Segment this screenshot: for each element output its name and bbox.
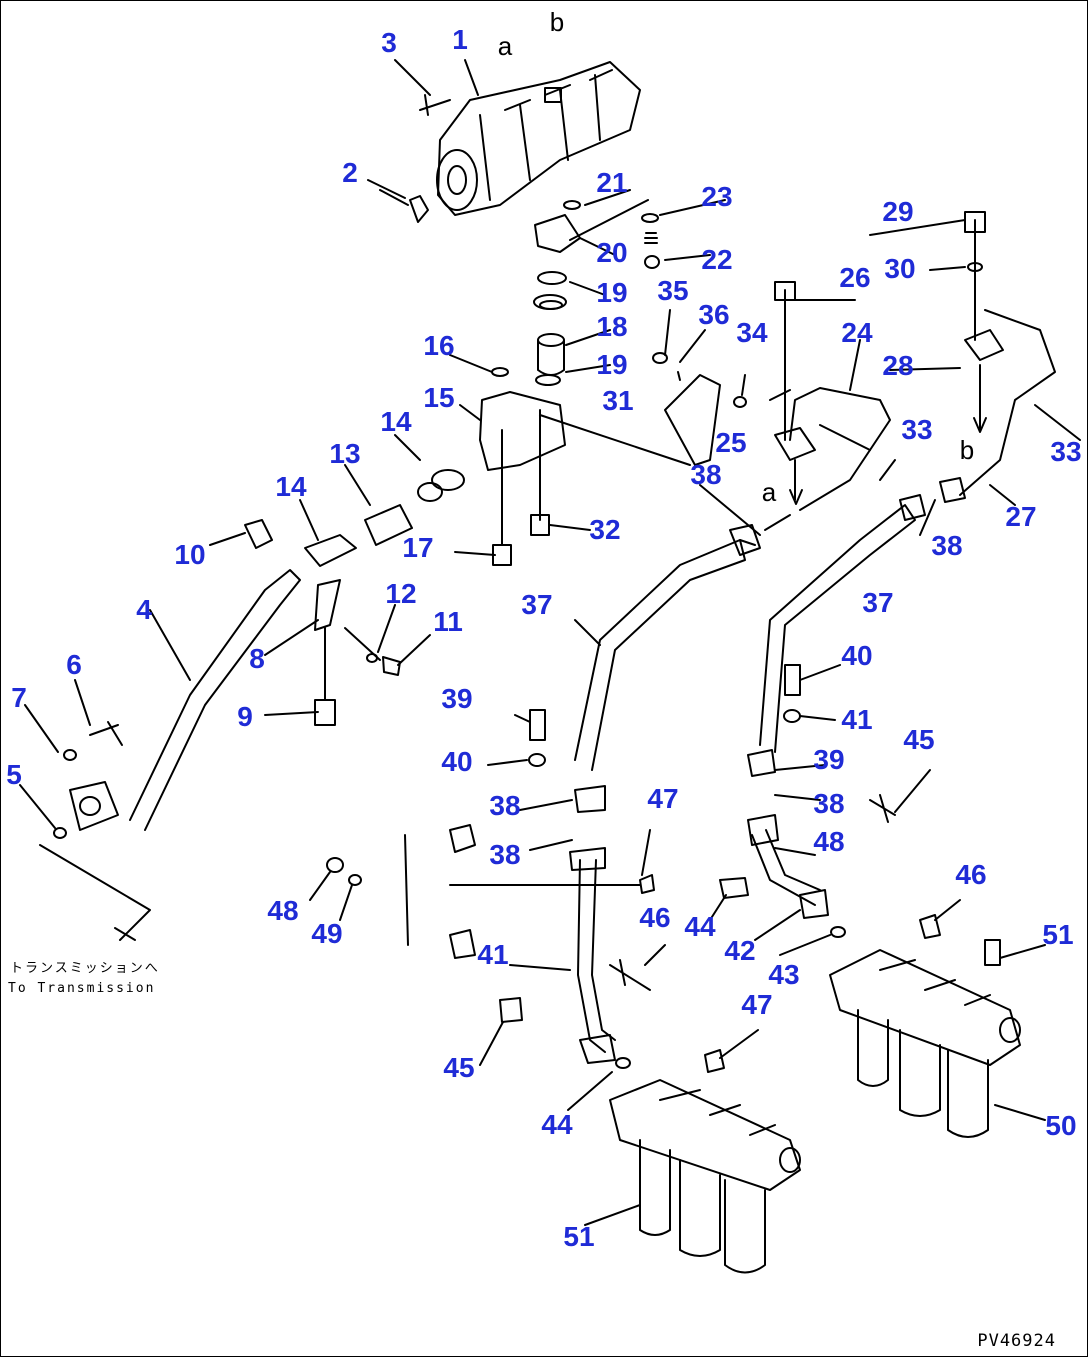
transmission-note-en: To Transmission <box>8 981 156 996</box>
callout-46b[interactable]: 46 <box>639 902 671 933</box>
callout-33a[interactable]: 33 <box>901 414 933 445</box>
callout-46a[interactable]: 45 <box>903 724 935 755</box>
callout-33b[interactable]: 33 <box>1050 436 1082 467</box>
callout-14a[interactable]: 14 <box>380 406 412 437</box>
callout-41a[interactable]: 40 <box>441 746 473 777</box>
callout-37a[interactable]: 37 <box>521 589 553 620</box>
callout-52[interactable]: 51 <box>1042 919 1074 950</box>
callout-12[interactable]: 12 <box>385 578 417 609</box>
callout-38d[interactable]: 38 <box>813 788 845 819</box>
callout-30[interactable]: 30 <box>884 253 916 284</box>
callout-32[interactable]: 32 <box>589 514 621 545</box>
callout-9[interactable]: 9 <box>237 701 253 732</box>
callout-25[interactable]: 25 <box>715 427 747 458</box>
callout-44a[interactable]: 43 <box>768 959 800 990</box>
filter-assembly-lower <box>609 1079 801 1274</box>
callout-6[interactable]: 6 <box>66 649 82 680</box>
callout-40b[interactable]: 40 <box>841 640 873 671</box>
callout-23[interactable]: 23 <box>701 181 733 212</box>
callout-42[interactable]: 41 <box>477 939 509 970</box>
callout-19b[interactable]: 19 <box>596 349 628 380</box>
callout-38a[interactable]: 38 <box>690 459 722 490</box>
pump-assembly <box>419 61 641 216</box>
callout-39a[interactable]: 38 <box>489 790 521 821</box>
callout-1[interactable]: 1 <box>452 24 468 55</box>
callout-17[interactable]: 17 <box>402 532 434 563</box>
callout-29[interactable]: 29 <box>882 196 914 227</box>
callout-38b[interactable]: 38 <box>931 530 963 561</box>
transmission-note-jp: トランスミッションへ <box>10 961 160 976</box>
callout-40a[interactable]: 39 <box>441 683 473 714</box>
callout-35[interactable]: 35 <box>657 275 689 306</box>
arrow-label-a-lower: a <box>761 477 777 507</box>
callout-7[interactable]: 7 <box>11 682 27 713</box>
callout-16[interactable]: 16 <box>423 330 455 361</box>
callout-48b[interactable]: 48 <box>813 826 845 857</box>
callout-38c[interactable]: 38 <box>489 839 521 870</box>
callout-10[interactable]: 10 <box>174 539 206 570</box>
callout-3[interactable]: 3 <box>381 27 397 58</box>
callout-47b[interactable]: 47 <box>741 989 773 1020</box>
callout-51b[interactable]: 51 <box>563 1221 595 1252</box>
callout-47a[interactable]: 46 <box>955 859 987 890</box>
callout-43[interactable]: 42 <box>724 935 756 966</box>
callout-14b[interactable]: 14 <box>275 471 307 502</box>
callout-51a[interactable]: 50 <box>1045 1110 1077 1141</box>
callout-21[interactable]: 21 <box>596 167 628 198</box>
callout-39b[interactable]: 39 <box>813 744 845 775</box>
callout-15[interactable]: 15 <box>423 382 455 413</box>
callout-28[interactable]: 28 <box>882 350 914 381</box>
callout-48a[interactable]: 47 <box>647 783 679 814</box>
callout-8[interactable]: 8 <box>249 643 265 674</box>
drawing-id: PV46924 <box>977 1331 1056 1351</box>
callout-34[interactable]: 34 <box>736 317 768 348</box>
callout-27[interactable]: 27 <box>1005 501 1037 532</box>
callout-44b[interactable]: 44 <box>541 1109 573 1140</box>
arrow-label-b-lower: b <box>959 435 975 465</box>
callout-45b[interactable]: 45 <box>443 1052 475 1083</box>
callout-2[interactable]: 2 <box>342 157 358 188</box>
callout-11[interactable]: 11 <box>433 606 463 637</box>
callout-19a[interactable]: 19 <box>596 277 628 308</box>
callout-50[interactable]: 49 <box>311 918 343 949</box>
callout-37b[interactable]: 37 <box>862 587 894 618</box>
callout-31[interactable]: 31 <box>602 385 634 416</box>
filter-assembly-upper <box>829 949 1021 1138</box>
callout-22[interactable]: 22 <box>701 244 733 275</box>
callout-13[interactable]: 13 <box>329 438 361 469</box>
callout-36[interactable]: 36 <box>698 299 730 330</box>
callout-24[interactable]: 24 <box>841 317 873 348</box>
callout-26[interactable]: 26 <box>839 262 871 293</box>
callout-49[interactable]: 48 <box>267 895 299 926</box>
arrow-label-b-top: b <box>549 7 565 37</box>
callout-20[interactable]: 20 <box>596 237 628 268</box>
callout-41b[interactable]: 41 <box>841 704 873 735</box>
callout-5[interactable]: 5 <box>6 759 22 790</box>
arrow-label-a-top: a <box>497 31 513 61</box>
callout-4[interactable]: 4 <box>136 594 152 625</box>
callout-45a[interactable]: 44 <box>684 911 716 942</box>
callout-18[interactable]: 18 <box>596 311 628 342</box>
